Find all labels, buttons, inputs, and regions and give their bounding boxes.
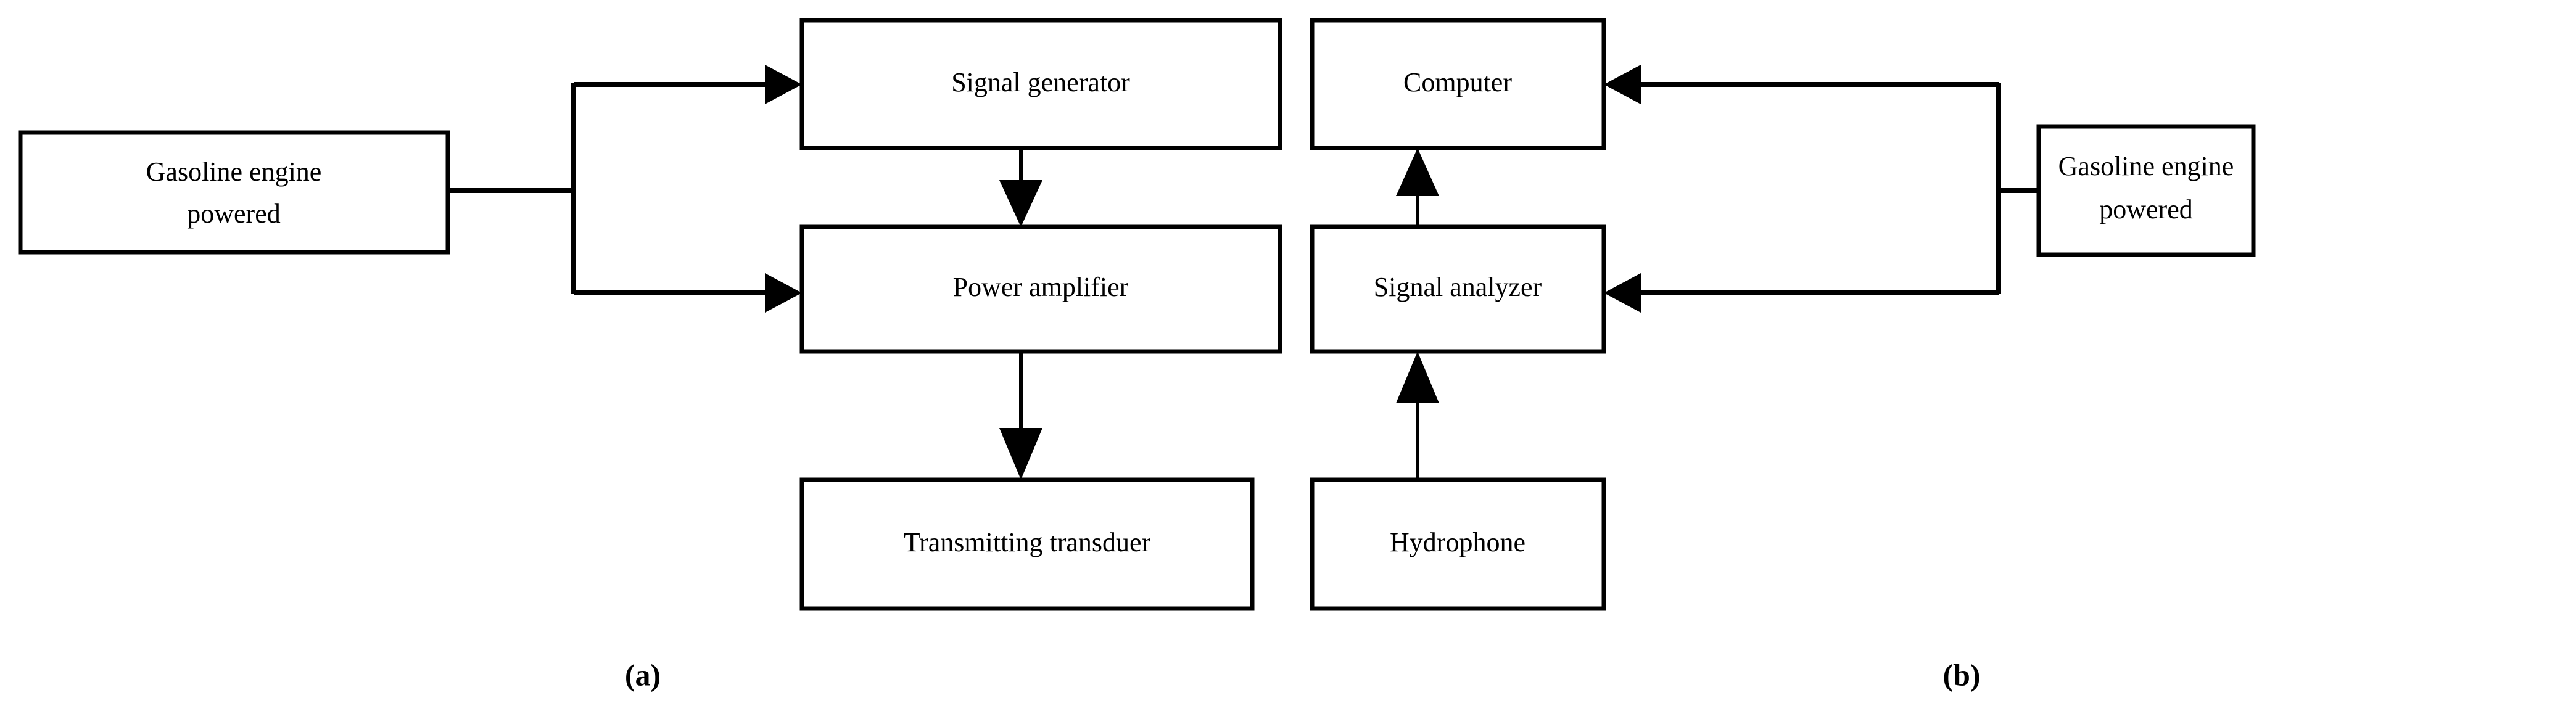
block-hydrophone-label: Hydrophone <box>1390 527 1525 557</box>
arrow-head-transducer-top <box>999 428 1042 480</box>
block-gasoline-engine-powered-b-label-line2: powered <box>2099 194 2193 224</box>
block-signal-analyzer[interactable]: Signal analyzer <box>1310 224 1606 354</box>
block-power-amplifier[interactable]: Power amplifier <box>799 224 1282 354</box>
block-gasoline-engine-powered-b-label-line1: Gasoline engine <box>2058 151 2234 181</box>
block-gasoline-engine-powered-a-rect <box>18 130 450 255</box>
block-transmitting-transduer[interactable]: Transmitting transduer <box>799 477 1255 611</box>
block-hydrophone[interactable]: Hydrophone <box>1310 477 1606 611</box>
block-power-amplifier-rect <box>799 224 1282 354</box>
block-gasoline-engine-powered-a-label-line1: Gasoline engine <box>146 157 322 187</box>
arrow-head-to-signal-analyzer <box>1604 273 1641 313</box>
arrow-head-power-amplifier-top <box>999 180 1042 227</box>
block-signal-generator-label: Signal generator <box>951 67 1130 97</box>
block-signal-analyzer-label: Signal analyzer <box>1374 272 1542 302</box>
block-gasoline-engine-powered-b-rect <box>2036 124 2256 257</box>
block-signal-analyzer-rect <box>1310 224 1606 354</box>
block-signal-generator-rect <box>799 18 1282 150</box>
block-computer[interactable]: Computer <box>1310 18 1606 150</box>
block-computer-label: Computer <box>1403 67 1512 97</box>
block-gasoline-engine-powered-a[interactable]: Gasoline engine powered <box>18 130 450 255</box>
panel-b-caption: (b) <box>1942 657 1980 692</box>
block-signal-generator[interactable]: Signal generator <box>799 18 1282 150</box>
block-transmitting-transduer-label: Transmitting transduer <box>904 527 1151 557</box>
block-power-amplifier-label: Power amplifier <box>953 272 1129 302</box>
block-hydrophone-rect <box>1310 477 1606 611</box>
block-computer-rect <box>1310 18 1606 150</box>
arrow-head-signal-analyzer-bottom <box>1396 351 1439 403</box>
block-gasoline-engine-powered-b[interactable]: Gasoline engine powered <box>2036 124 2256 257</box>
arrow-head-to-power-amplifier <box>765 273 802 313</box>
block-transmitting-transduer-rect <box>799 477 1255 611</box>
arrow-head-to-signal-generator <box>765 65 802 104</box>
panel-b-group: Computer Signal analyzer Hydrophone Gaso… <box>1310 18 2256 692</box>
panel-a-group: Gasoline engine powered Signal generator… <box>18 18 1282 692</box>
panel-a-caption: (a) <box>625 657 661 692</box>
block-gasoline-engine-powered-a-label-line2: powered <box>187 199 281 229</box>
arrow-head-to-computer <box>1604 65 1641 104</box>
arrow-head-computer-bottom <box>1396 148 1439 196</box>
